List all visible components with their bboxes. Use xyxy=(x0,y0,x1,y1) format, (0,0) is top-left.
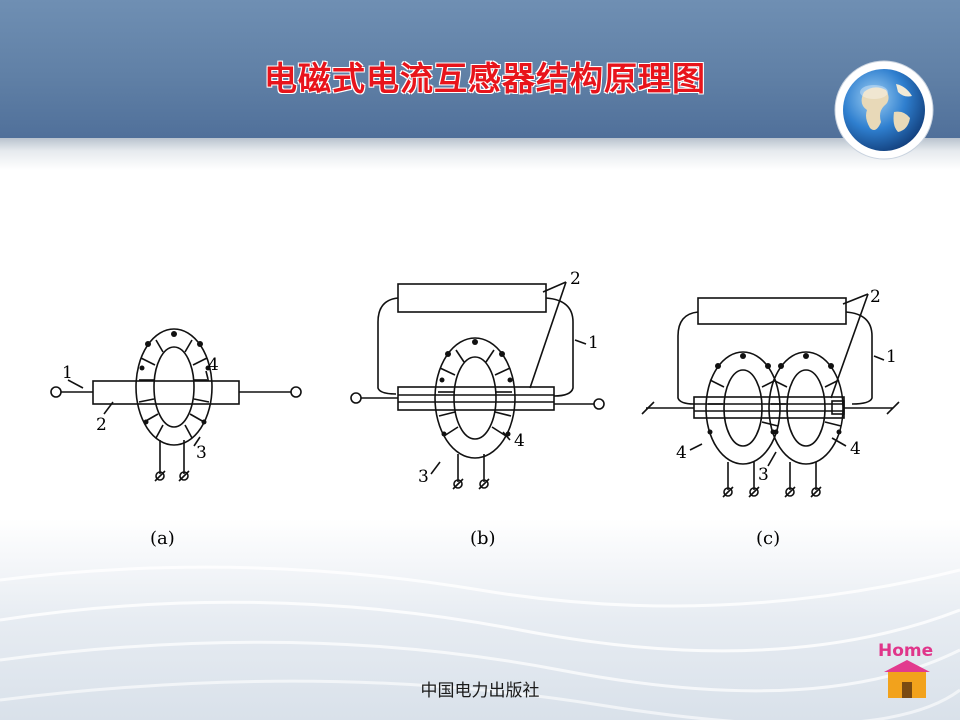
core-inner-a xyxy=(153,346,195,428)
label-c-2: 2 xyxy=(870,287,881,307)
label-b-2: 2 xyxy=(570,269,581,289)
label-a-1: 1 xyxy=(62,363,73,383)
diagram-c xyxy=(641,293,900,498)
core-outer-c1 xyxy=(705,351,781,465)
globe-icon xyxy=(834,60,934,160)
label-b-4: 4 xyxy=(514,431,525,451)
core-outer-a xyxy=(135,328,213,446)
caption-b: (b) xyxy=(470,528,496,549)
core-inner-c2 xyxy=(786,369,826,447)
caption-a: (a) xyxy=(150,528,175,549)
primary-bar-a xyxy=(92,380,240,405)
header-band xyxy=(0,0,960,138)
core-inner-c1 xyxy=(723,369,763,447)
home-icon[interactable]: Home xyxy=(872,638,942,702)
publisher-footer: 中国电力出版社 xyxy=(420,681,540,701)
diagram-a xyxy=(50,328,302,482)
label-c-1: 1 xyxy=(886,347,897,367)
label-b-1: 1 xyxy=(588,333,599,353)
label-c-4-right: 4 xyxy=(850,439,861,459)
label-a-3: 3 xyxy=(196,443,207,463)
label-b-3: 3 xyxy=(418,467,429,487)
terminal-a-right xyxy=(290,386,302,398)
label-c-3: 3 xyxy=(758,465,769,485)
terminal-b-right xyxy=(593,398,605,410)
secondary-rect-c xyxy=(697,297,847,325)
terminal-a-left xyxy=(50,386,62,398)
background-waves xyxy=(0,565,960,720)
diagram-b xyxy=(350,281,605,490)
core-outer-b xyxy=(434,337,516,459)
slide-title: 电磁式电流互感器结构原理图 xyxy=(264,59,706,98)
secondary-rect-b xyxy=(397,283,547,313)
primary-bar-b xyxy=(397,386,555,411)
core-inner-b xyxy=(453,356,497,440)
home-label[interactable]: Home xyxy=(878,641,933,661)
label-a-4: 4 xyxy=(208,355,219,375)
caption-c: (c) xyxy=(756,528,780,549)
header-shadow xyxy=(0,138,960,170)
label-c-4-left: 4 xyxy=(676,443,687,463)
terminal-b-left xyxy=(350,392,362,404)
core-outer-c2 xyxy=(768,351,844,465)
winding-dots xyxy=(139,331,842,437)
label-a-2: 2 xyxy=(96,415,107,435)
ct-structure-diagram: 1 2 3 4 1 2 3 4 1 2 3 4 4 (a) (b) (c) xyxy=(50,269,900,549)
